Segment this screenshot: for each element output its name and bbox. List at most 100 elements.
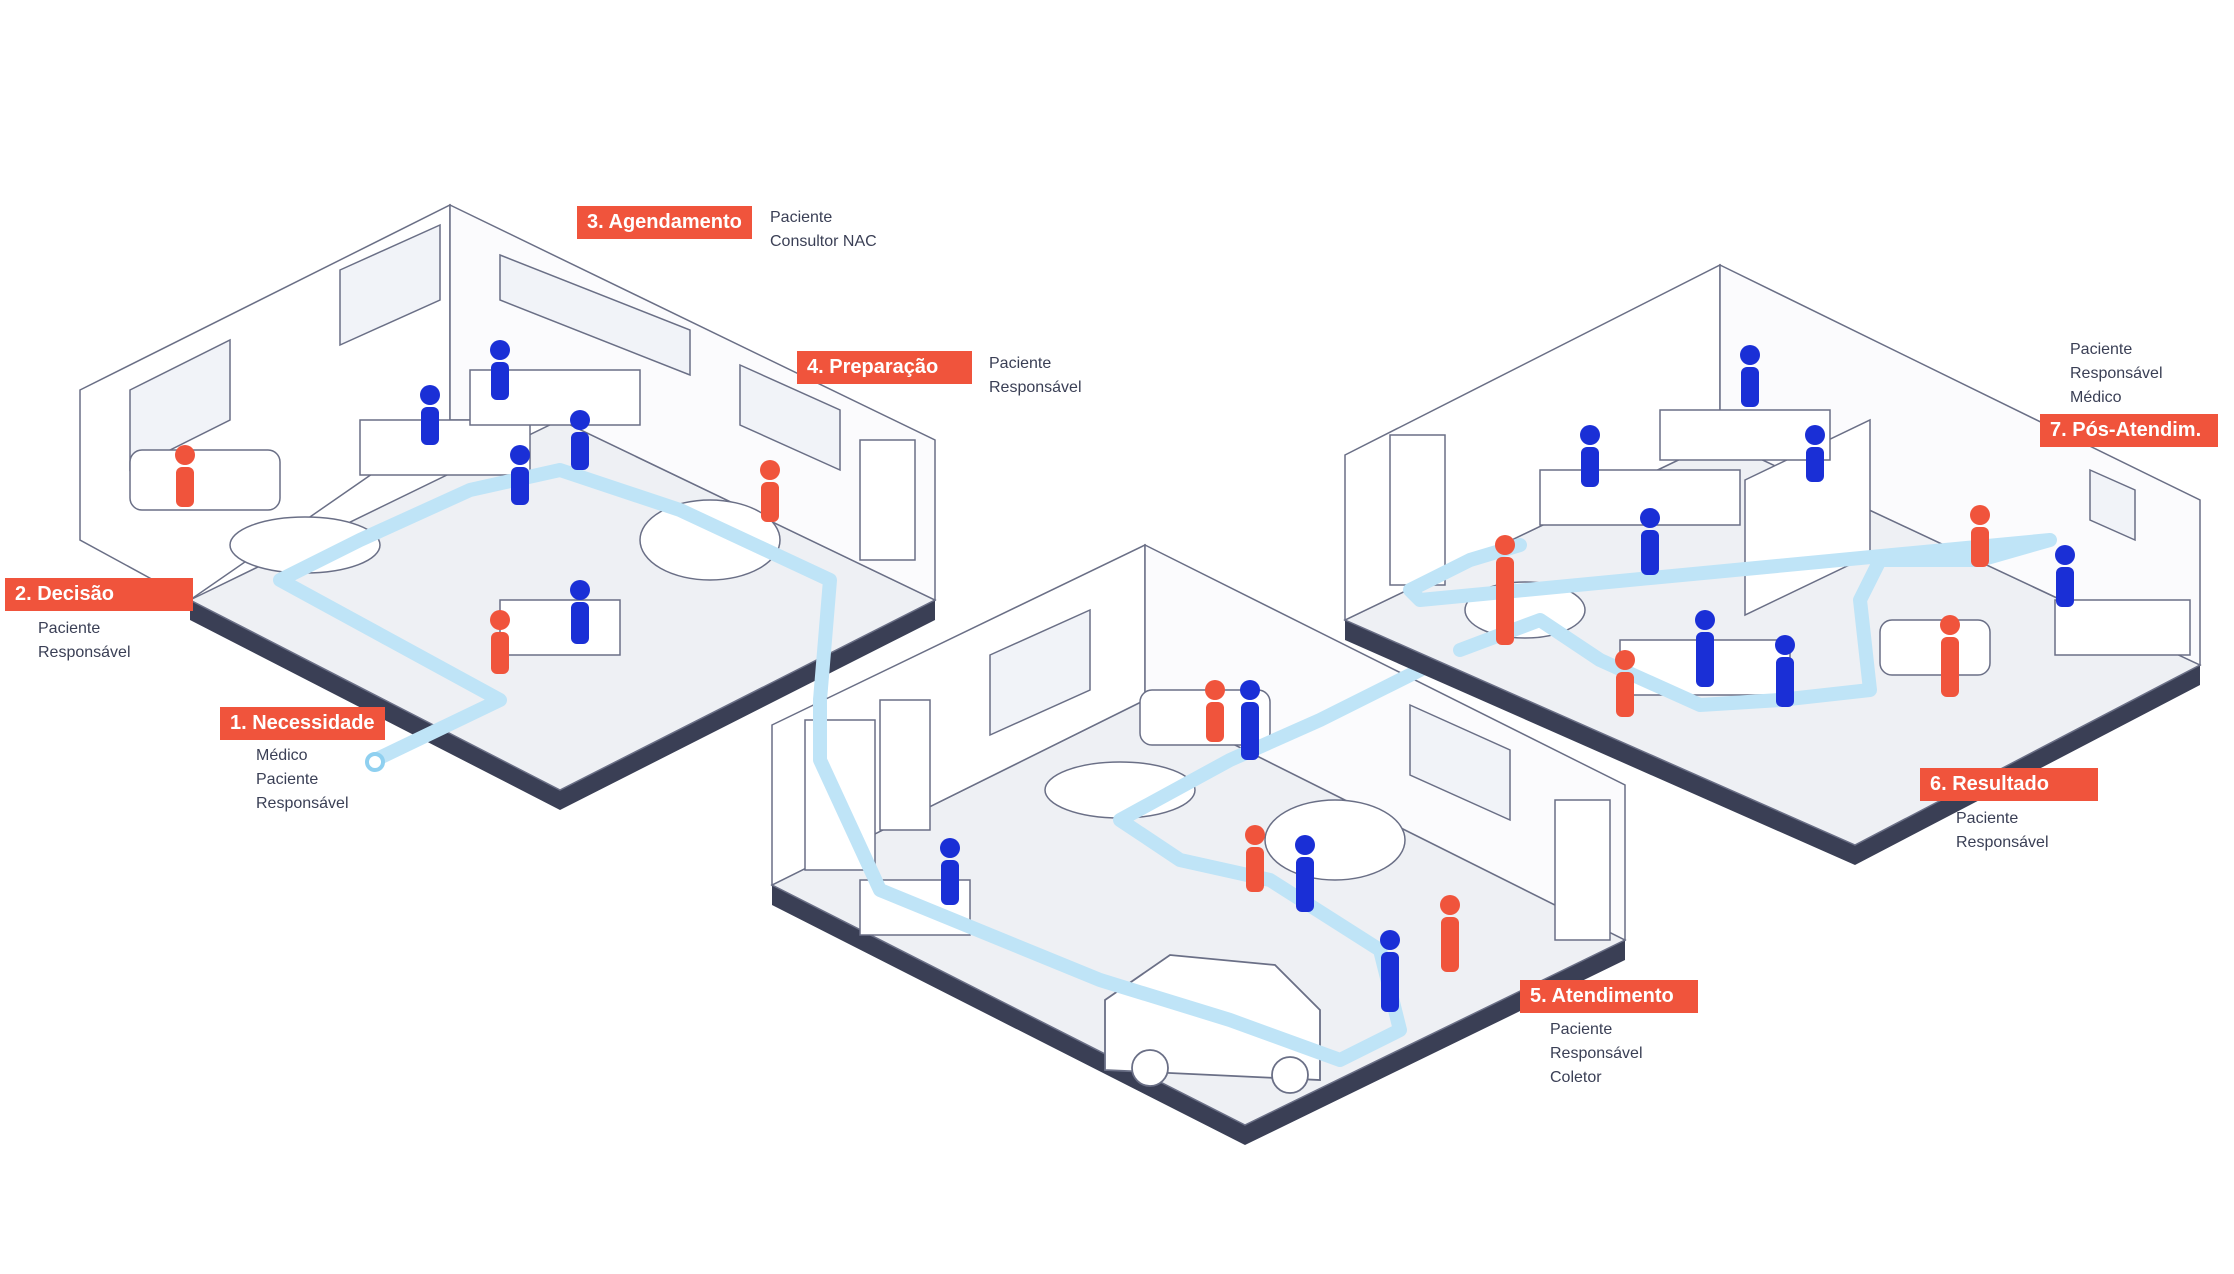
person-red-b2 [1245,825,1265,845]
step-7-role: Paciente [2070,341,2133,358]
step-3-label: 3. Agendamento [577,206,752,239]
person-red-c3-body [1941,637,1959,697]
room-attendance [770,543,1627,1145]
person-blue-c1 [1580,425,1600,445]
room-c-journey-path [1403,533,2057,712]
person-blue-b2 [940,838,960,858]
room-b-window-2 [1409,703,1511,822]
step-6-label: 6. Resultado [1920,768,2098,801]
room-a-journey-path [273,463,837,767]
room-c-lab-bench-1 [1539,469,1741,526]
person-red-c4 [1970,505,1990,525]
person-blue-c4 [1805,425,1825,445]
person-red-c2 [1615,650,1635,670]
journey-start-marker [365,752,385,772]
step-2-role: Responsável [38,644,131,661]
step-1-role: Paciente [256,771,319,788]
step-4-role: Responsável [989,379,1082,396]
person-blue-b3 [1295,835,1315,855]
step-4-label: 4. Preparação [797,351,972,384]
person-blue-c2-body [1641,530,1659,575]
person-red-b1-body [1206,702,1224,742]
person-red-b1 [1205,680,1225,700]
room-a-desk-3 [499,599,621,656]
person-blue-b4 [1380,930,1400,950]
step-7-role: Médico [2070,389,2122,406]
step-2-label: 2. Decisão [5,578,193,611]
person-blue-desk-2-body [491,362,509,400]
person-red-sofa [175,445,195,465]
room-a-sofa [129,449,281,511]
step-6-role: Paciente [1956,810,2019,827]
step-5-role: Coletor [1550,1069,1602,1086]
step-5-label: 5. Atendimento [1520,980,1698,1013]
room-c-base [1345,620,2200,865]
room-a-shelf [859,439,916,561]
person-red-c1 [1495,535,1515,555]
room-a-window-1 [129,338,231,472]
step-1-role: Responsável [256,795,349,812]
person-blue-c7-body [2056,567,2074,607]
step-7-role: Responsável [2070,365,2163,382]
person-red-b2-body [1246,847,1264,892]
room-b-window-1 [989,608,1091,737]
person-blue-desk-1 [420,385,440,405]
room-b-car-wheel-1 [1131,1049,1169,1087]
room-b-shelf [1554,799,1611,941]
person-blue-c5 [1695,610,1715,630]
step-1-roles: Médico Paciente Responsável [256,744,349,816]
step-3-roles: Paciente Consultor NAC [770,206,877,254]
room-a-window-3 [739,363,841,472]
person-red-c1-body [1496,557,1514,645]
person-blue-desk-3-body [571,432,589,470]
person-blue-c2 [1640,508,1660,528]
room-c-counter [2054,599,2191,656]
room-c-window [2089,468,2136,542]
person-blue-c5-body [1696,632,1714,687]
step-7-label: 7. Pós-Atendim. [2040,414,2218,447]
step-5-role: Responsável [1550,1045,1643,1062]
person-blue-b1-body [1241,702,1259,760]
person-blue-b4-body [1381,952,1399,1012]
person-blue-doctor [570,580,590,600]
room-a-window-2 [339,223,441,347]
room-b-car-wheel-2 [1271,1056,1309,1094]
person-blue-c1-body [1581,447,1599,487]
step-1-role: Médico [256,747,308,764]
room-b-round-table [1264,799,1406,881]
step-4-role: Paciente [989,355,1052,372]
room-b-wall-right [1144,543,1626,942]
person-blue-desk-2 [490,340,510,360]
room-a-desk-1 [359,419,531,476]
person-red-b3-body [1441,917,1459,972]
step-6-roles: Paciente Responsável [1956,807,2049,855]
step-1-label: 1. Necessidade [220,707,385,740]
person-blue-c7 [2055,545,2075,565]
person-blue-desk-4 [510,445,530,465]
step-2-role: Paciente [38,620,101,637]
person-red-b3 [1440,895,1460,915]
room-results-followup [1343,263,2202,865]
person-red-c2-body [1616,672,1634,717]
person-red-c4-body [1971,527,1989,567]
step-4-roles: Paciente Responsável [989,352,1082,400]
step-6-role: Responsável [1956,834,2049,851]
person-red-patient-body [491,632,509,674]
person-blue-b3-body [1296,857,1314,912]
person-blue-desk-4-body [511,467,529,505]
step-3-role: Paciente [770,209,833,226]
person-blue-doctor-body [571,602,589,644]
room-c-shelf [1389,434,1446,586]
room-b-cabinet-2 [879,699,931,831]
step-5-role: Paciente [1550,1021,1613,1038]
step-5-roles: Paciente Responsável Coletor [1550,1018,1643,1090]
step-7-roles: Paciente Responsável Médico [2070,338,2163,410]
person-red-sofa-body [176,467,194,507]
person-red-table-body [761,482,779,522]
person-blue-desk-3 [570,410,590,430]
person-blue-b2-body [941,860,959,905]
person-blue-b1 [1240,680,1260,700]
room-c-sofa [1879,619,1991,676]
person-blue-c6-body [1776,657,1794,707]
